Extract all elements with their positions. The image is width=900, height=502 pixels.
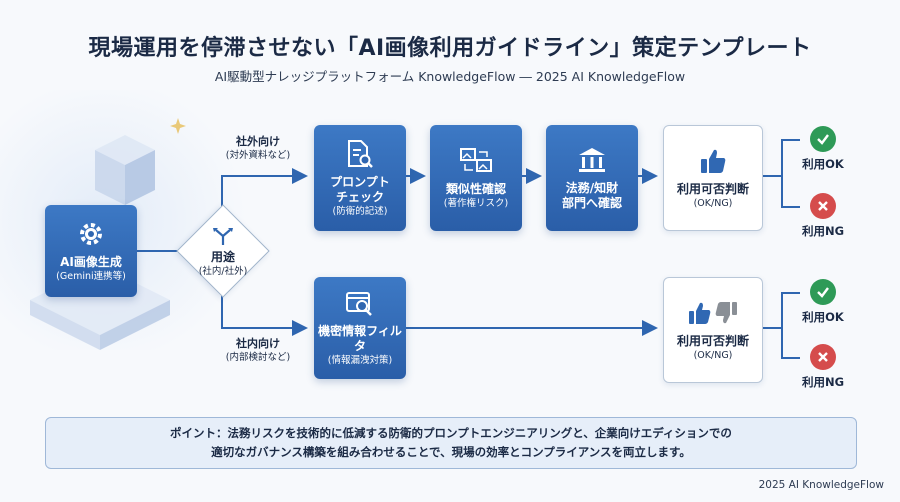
connector-internal bbox=[221, 291, 308, 336]
decision-sub-label: (社内/社外) bbox=[198, 266, 248, 277]
thumbs-up-icon bbox=[701, 149, 726, 173]
decision-text: 用途 (社内/社外) bbox=[168, 226, 278, 278]
external-branch-sub: (対外資料など) bbox=[225, 150, 291, 161]
page-subtitle: AI駆動型ナレッジプラットフォーム KnowledgeFlow ― 2025 A… bbox=[214, 69, 686, 84]
internal-result-ng: 利用NG bbox=[800, 344, 846, 390]
step-confidential-filter-label: 機密情報フィルタ bbox=[318, 323, 402, 353]
point-line-2: 適切なガバナンス構築を組み合わせることで、現場の効率とコンプライアンスを両立しま… bbox=[211, 445, 691, 459]
courthouse-icon bbox=[579, 148, 605, 172]
step-prompt-check: プロンプト チェック (防衛的記述) bbox=[314, 125, 406, 231]
cross-icon bbox=[810, 344, 836, 370]
step-similarity-check-label: 類似性確認 bbox=[445, 182, 506, 196]
external-result-ng: 利用NG bbox=[800, 193, 846, 239]
internal-branch-title: 社内向け bbox=[236, 337, 280, 350]
external-judge-sub: (OK/NG) bbox=[693, 198, 733, 209]
external-ok-label: 利用OK bbox=[802, 157, 844, 171]
step-legal-confirm-label-2: 部門へ確認 bbox=[561, 196, 622, 210]
internal-judge-label: 利用可否判断 bbox=[676, 334, 749, 348]
check-icon bbox=[810, 279, 836, 305]
step-confidential-filter-sub: (情報漏洩対策) bbox=[327, 354, 393, 366]
step-prompt-check-label: プロンプト bbox=[330, 174, 390, 189]
cross-icon bbox=[810, 193, 836, 219]
decision-label: 用途 bbox=[210, 250, 235, 264]
source-node: AI画像生成 (Gemini連携等) bbox=[45, 205, 137, 297]
source-sub-label: (Gemini連携等) bbox=[56, 271, 126, 282]
document-search-icon bbox=[348, 139, 373, 168]
connector-external bbox=[221, 168, 308, 211]
step-legal-confirm-label: 法務/知財 bbox=[565, 181, 619, 195]
external-judge: 利用可否判断 (OK/NG) bbox=[663, 125, 763, 231]
internal-branch-sub: (内部検討など) bbox=[225, 352, 291, 363]
step-legal-confirm: 法務/知財 部門へ確認 bbox=[546, 125, 638, 231]
internal-result-ok: 利用OK bbox=[800, 279, 846, 325]
step-similarity-check: 類似性確認 (著作権リスク) bbox=[430, 125, 522, 231]
check-icon bbox=[810, 126, 836, 152]
internal-branch-label: 社内向け (内部検討など) bbox=[218, 337, 298, 364]
step-similarity-check-sub: (著作権リスク) bbox=[443, 198, 509, 209]
split-arrow-icon bbox=[213, 228, 233, 245]
image-compare-icon bbox=[460, 148, 492, 172]
external-result-ok: 利用OK bbox=[800, 126, 846, 172]
source-label: AI画像生成 bbox=[60, 255, 122, 269]
step-prompt-check-label-2: チェック bbox=[335, 189, 384, 204]
page-title: 現場運用を停滞させない「AI画像利用ガイドライン」策定テンプレート bbox=[88, 36, 812, 61]
internal-ok-label: 利用OK bbox=[802, 310, 844, 324]
internal-ng-label: 利用NG bbox=[801, 375, 845, 389]
point-callout: ポイント：法務リスクを技術的に低減する防衛的プロンプトエンジニアリングと、企業向… bbox=[45, 417, 857, 469]
external-ng-label: 利用NG bbox=[801, 224, 845, 238]
footer-credit: 2025 AI KnowledgeFlow bbox=[758, 479, 884, 491]
external-judge-label: 利用可否判断 bbox=[676, 182, 749, 196]
external-branch-label: 社外向け (対外資料など) bbox=[218, 135, 298, 162]
thumbs-up-down-icon bbox=[689, 302, 737, 324]
internal-judge-sub: (OK/NG) bbox=[693, 350, 733, 361]
point-line-1: ポイント：法務リスクを技術的に低減する防衛的プロンプトエンジニアリングと、企業向… bbox=[170, 426, 732, 440]
step-prompt-check-sub: (防衛的記述) bbox=[332, 205, 388, 217]
window-search-icon bbox=[346, 291, 372, 316]
internal-judge: 利用可否判断 (OK/NG) bbox=[663, 277, 763, 383]
external-branch-title: 社外向け bbox=[236, 135, 280, 148]
step-confidential-filter: 機密情報フィルタ (情報漏洩対策) bbox=[314, 277, 406, 379]
gear-icon bbox=[80, 223, 102, 245]
